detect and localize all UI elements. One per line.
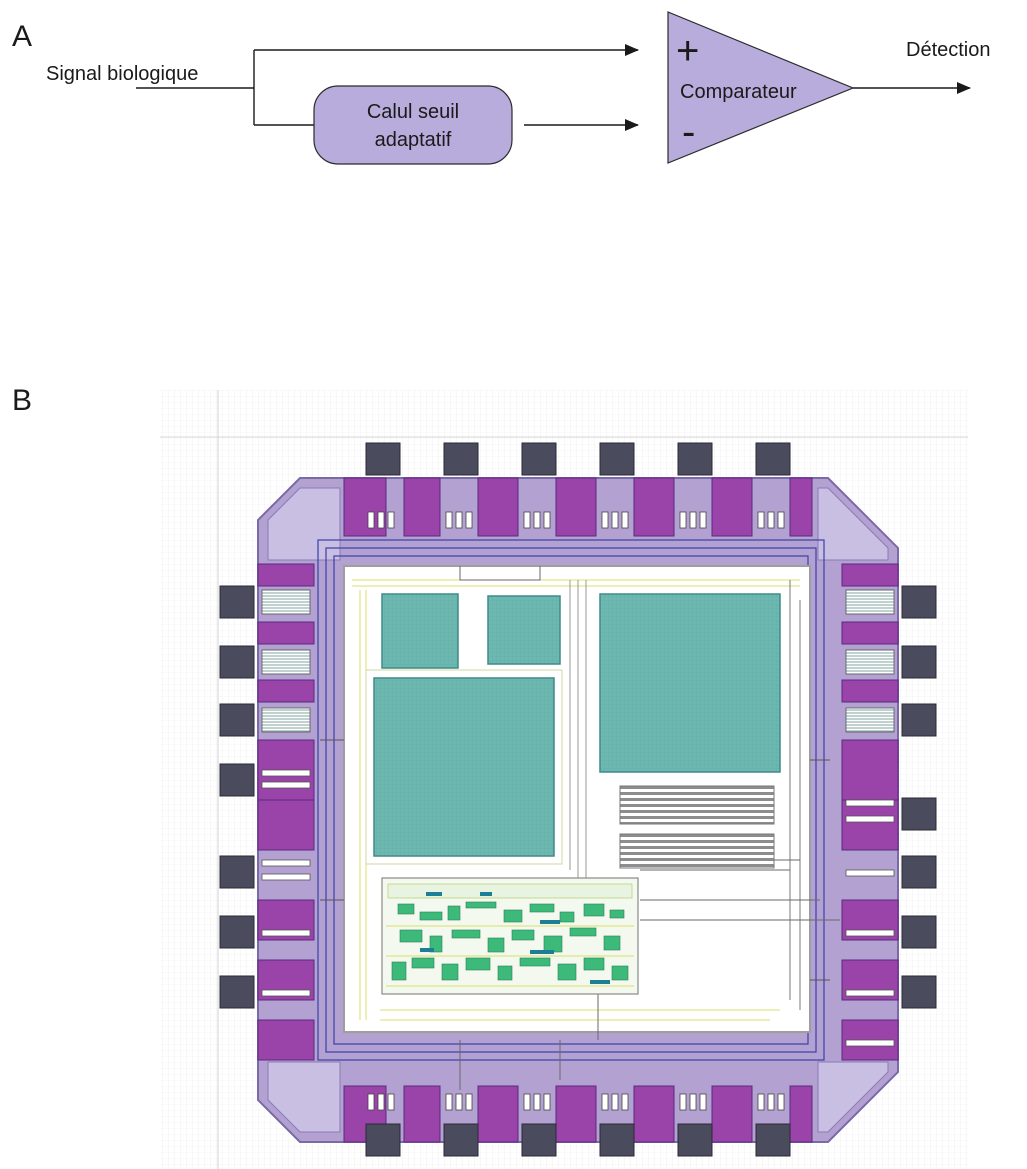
panel-label-b: B bbox=[12, 384, 33, 417]
ring-bus-lines bbox=[317, 539, 825, 1061]
threshold-block-label-line2: adaptatif bbox=[375, 129, 452, 151]
comparator-plus-sign: + bbox=[676, 29, 699, 73]
core-area bbox=[343, 565, 811, 1033]
resistor-array-bottom bbox=[619, 833, 775, 869]
io-cells-top bbox=[343, 477, 813, 537]
corner-cells bbox=[267, 487, 889, 1133]
io-device-outlines bbox=[367, 511, 785, 1111]
ring-hatched-cells bbox=[261, 589, 895, 1047]
bonding-pads bbox=[219, 442, 937, 1157]
panel-label-a: A bbox=[12, 20, 33, 53]
output-detection-label: Détection bbox=[906, 39, 991, 61]
layout-background-grid bbox=[160, 390, 968, 1169]
threshold-block-label-line1: Calul seuil bbox=[367, 101, 459, 123]
io-cells-bottom bbox=[343, 1085, 813, 1143]
input-wiring bbox=[136, 44, 639, 131]
comparator-block bbox=[667, 11, 855, 164]
resistor-array-top bbox=[619, 785, 775, 825]
comparator-minus-sign: - bbox=[682, 110, 695, 154]
block-diagram: Signal biologique Calul seuil adaptatif … bbox=[46, 11, 991, 165]
capacitor-blocks bbox=[373, 593, 781, 857]
input-signal-label: Signal biologique bbox=[46, 63, 198, 85]
comparator-label: Comparateur bbox=[680, 81, 797, 103]
adaptive-threshold-block bbox=[313, 85, 513, 165]
io-cells-left bbox=[257, 563, 315, 1061]
pad-ring-outer bbox=[257, 477, 899, 1143]
io-cells-right bbox=[841, 563, 899, 1061]
core-routing bbox=[320, 566, 840, 1090]
logic-block bbox=[381, 877, 639, 995]
